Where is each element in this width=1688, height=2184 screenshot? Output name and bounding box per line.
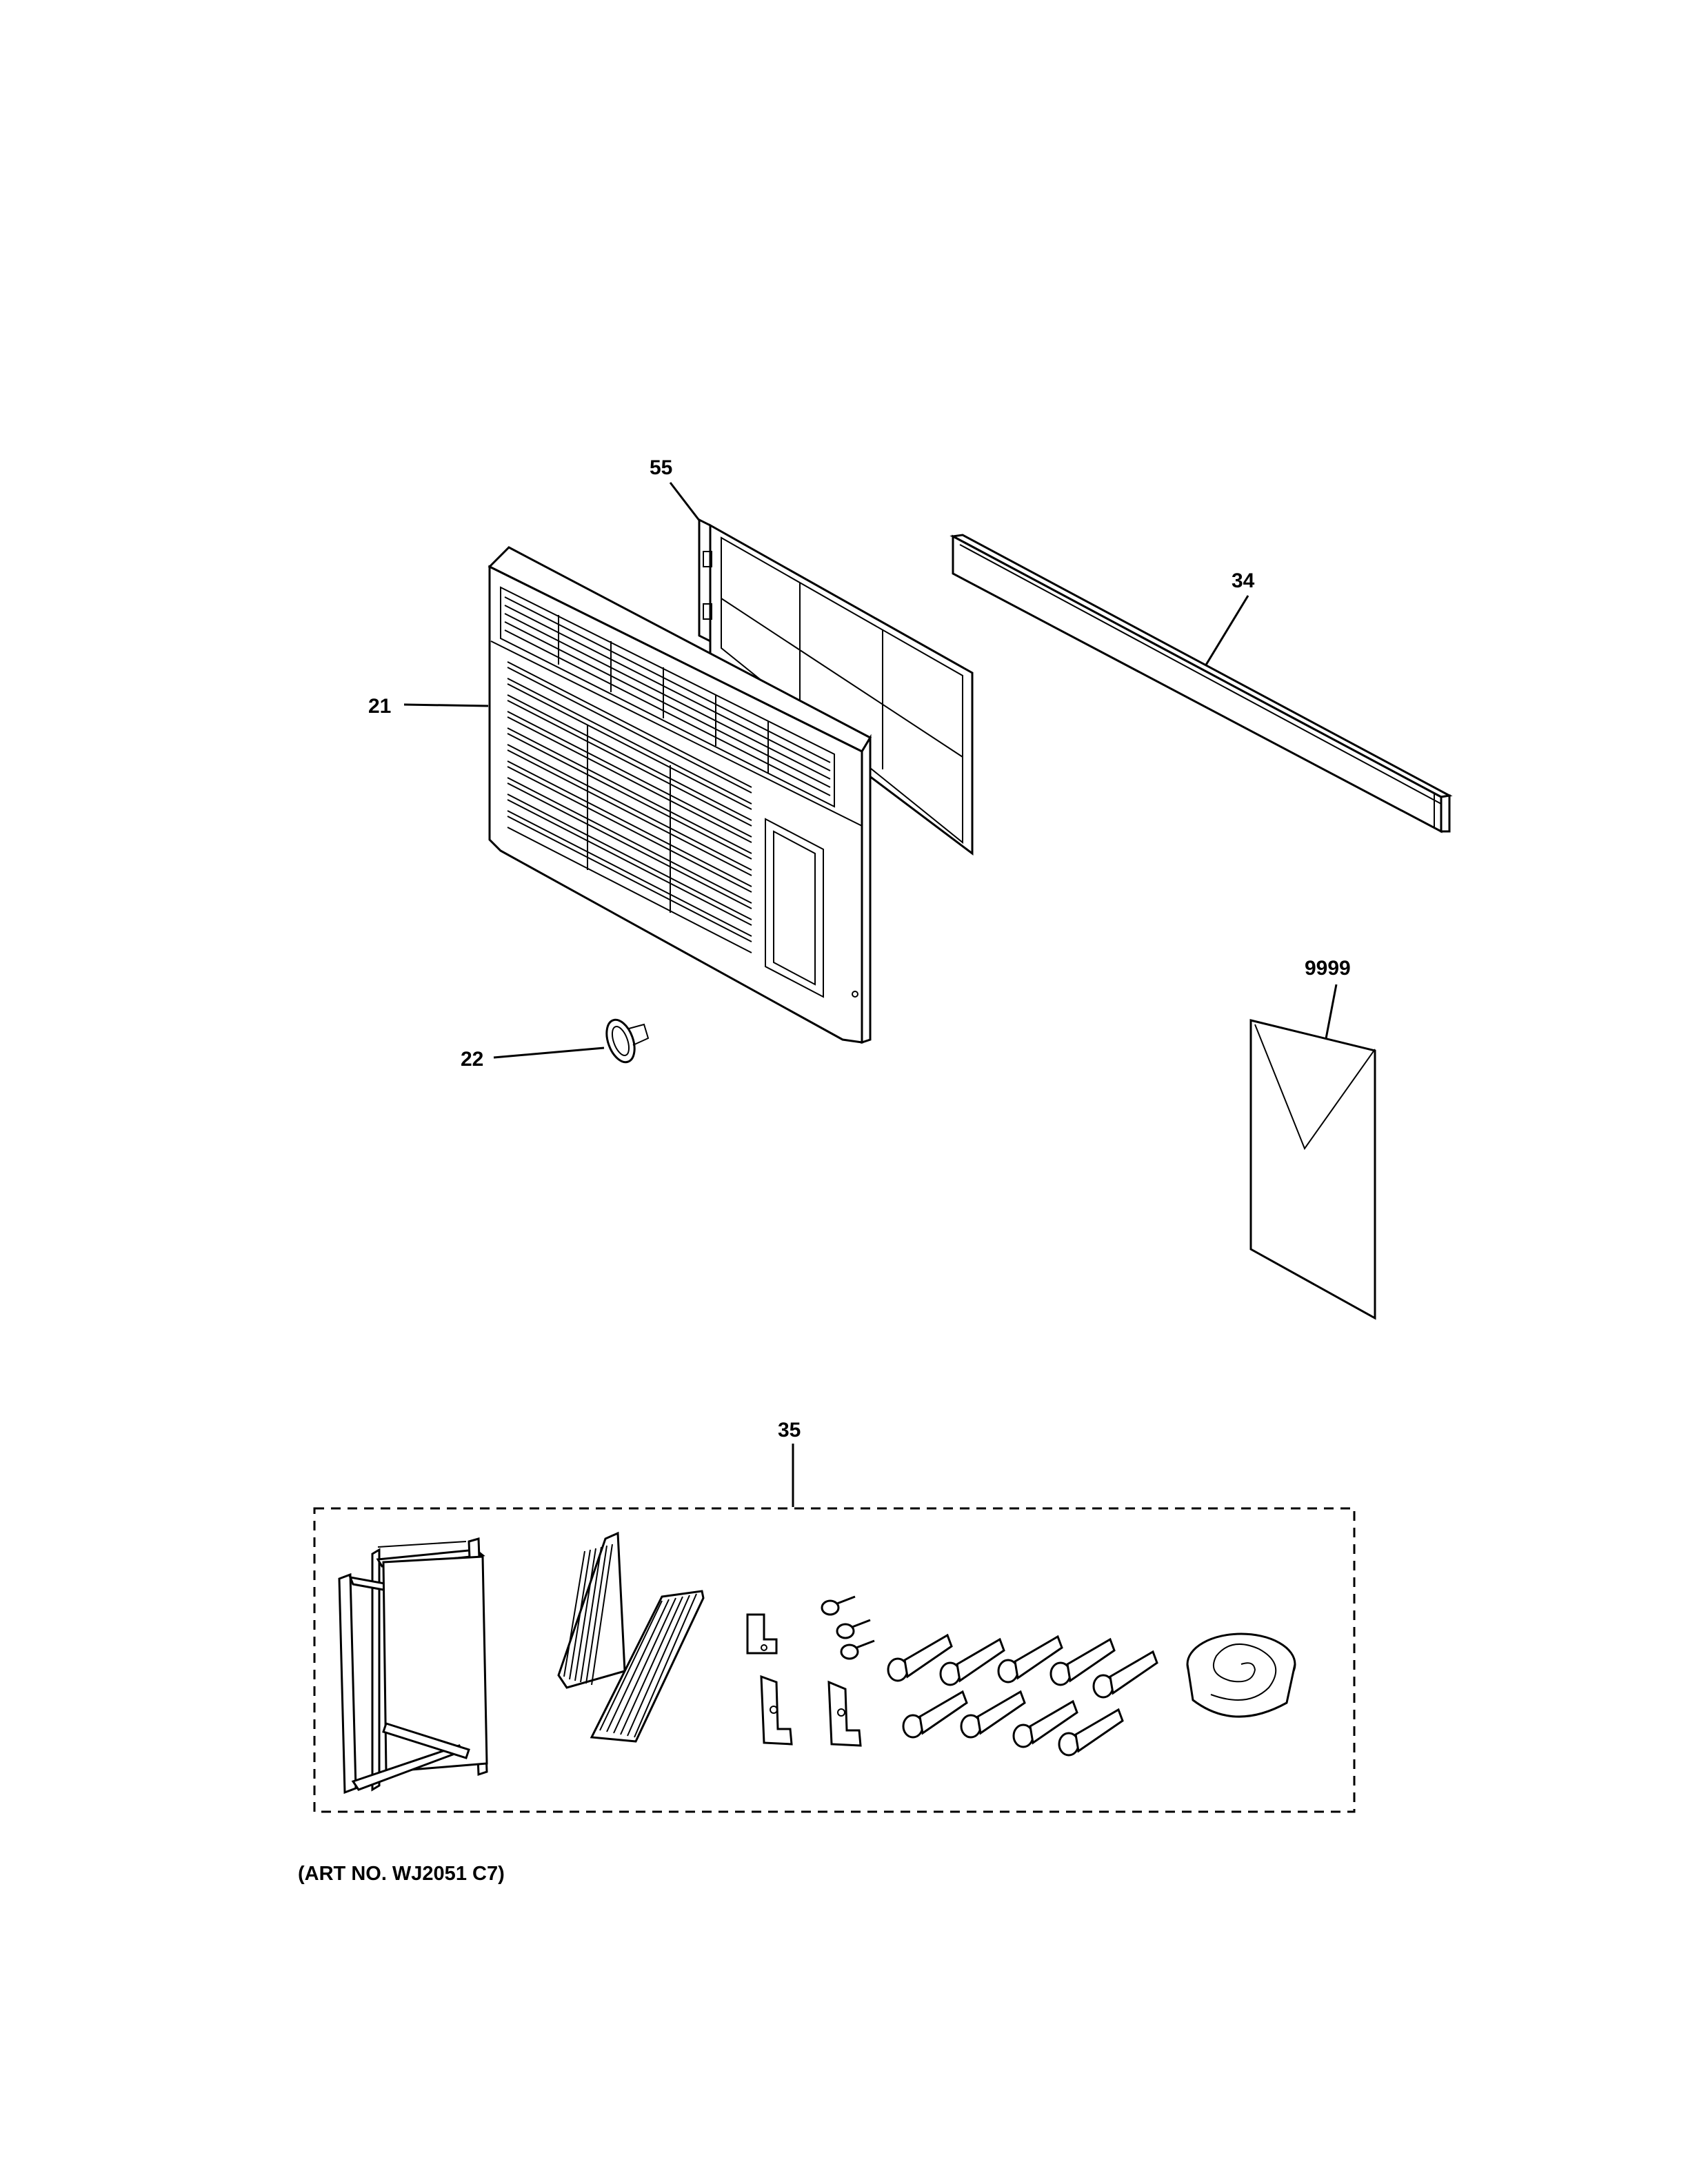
wood-screws bbox=[887, 1633, 1158, 1757]
front-grille bbox=[488, 546, 872, 1044]
leader-34 bbox=[1204, 595, 1249, 667]
main-louvers bbox=[507, 661, 752, 953]
callout-22: 22 bbox=[461, 1048, 483, 1071]
foam-seal-roll bbox=[1186, 1632, 1296, 1718]
mounting-brackets bbox=[746, 1613, 862, 1747]
art-number: (ART NO. WJ2051 C7) bbox=[298, 1863, 505, 1885]
control-knob bbox=[605, 1018, 650, 1064]
leader-22 bbox=[493, 1046, 605, 1059]
small-screws bbox=[821, 1595, 875, 1660]
top-channel bbox=[950, 534, 1453, 833]
callout-21: 21 bbox=[368, 695, 391, 718]
foam-strips bbox=[557, 1531, 705, 1743]
leader-lines bbox=[403, 482, 1338, 1507]
callout-55: 55 bbox=[650, 456, 672, 479]
window-frame-curtains bbox=[338, 1537, 488, 1794]
leader-55 bbox=[669, 482, 703, 525]
callout-9999: 9999 bbox=[1305, 957, 1351, 980]
air-filter bbox=[698, 518, 974, 856]
callout-34: 34 bbox=[1232, 569, 1255, 592]
install-kit-box bbox=[313, 1507, 1356, 1813]
top-louvers bbox=[504, 596, 831, 796]
callout-35: 35 bbox=[778, 1419, 801, 1442]
leader-21 bbox=[403, 703, 489, 707]
literature-envelope bbox=[1249, 1019, 1376, 1320]
